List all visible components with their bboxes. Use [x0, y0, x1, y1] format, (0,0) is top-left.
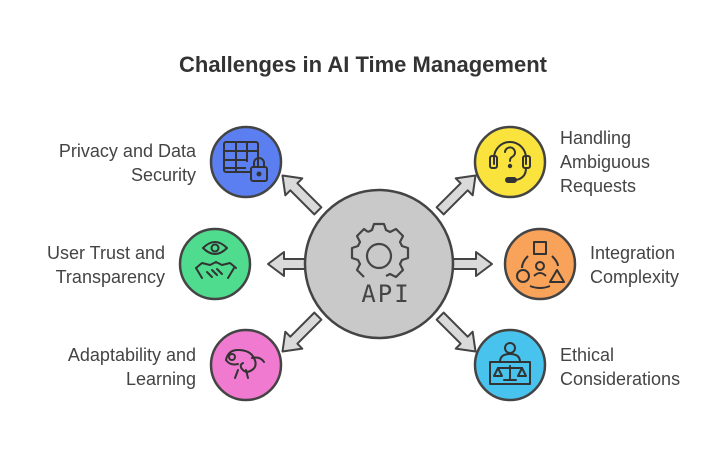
center-label: API: [361, 280, 410, 308]
node-adaptability-circle: [209, 328, 283, 402]
label-adaptability: Adaptability and Learning: [67, 345, 196, 389]
arrow-down-left: [281, 311, 323, 353]
chameleon-icon: [225, 349, 265, 379]
diagram-title: Challenges in AI Time Management: [179, 52, 547, 77]
headset-question-icon: [489, 141, 531, 183]
gear-api-icon: [350, 222, 410, 279]
eye-handshake-icon: [195, 241, 237, 279]
arrows: [267, 174, 493, 353]
node-trust-circle: [178, 227, 252, 301]
center-node: API: [303, 188, 455, 340]
label-ambiguous: Handling Ambiguous Requests: [560, 128, 651, 196]
node-trust: [178, 227, 252, 301]
arrow-down-right: [435, 311, 477, 353]
arrow-up-left: [281, 174, 323, 216]
label-trust: User Trust and Transparency: [46, 243, 165, 287]
label-privacy: Privacy and Data Security: [58, 141, 196, 185]
node-ethical: [473, 328, 547, 402]
node-integration: [503, 227, 577, 301]
label-integration: Integration Complexity: [590, 243, 680, 287]
node-ambiguous: [473, 125, 547, 199]
label-ethical: Ethical Considerations: [560, 345, 681, 389]
node-privacy: [209, 125, 283, 199]
person-scales-icon: [489, 342, 531, 385]
shapes-network-icon: [516, 241, 565, 289]
arrow-up-right: [435, 174, 477, 216]
spreadsheet-lock-icon: [223, 141, 268, 182]
node-adaptability: [209, 328, 283, 402]
